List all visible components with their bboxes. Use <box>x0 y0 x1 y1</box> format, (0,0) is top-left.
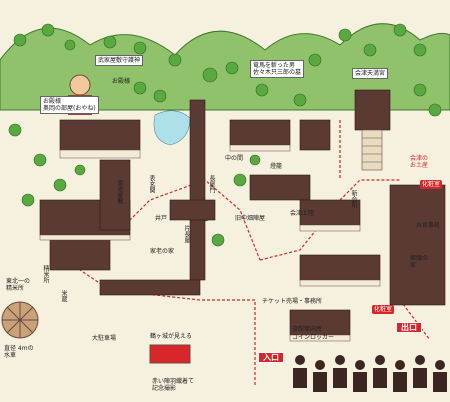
label-photo-1: 赤い陣羽織着て <box>152 378 195 385</box>
label-seimaijo: 精米所 <box>42 265 49 283</box>
label-okusama: お殿様 奥岡の部屋(おやね) <box>40 96 99 114</box>
label-aizu-omiyage: 会津の お土産 <box>410 155 428 169</box>
shrine-stairs <box>361 129 383 171</box>
label-kyuukou: 旧中畑陣屋 <box>235 215 266 222</box>
label-beikou: 米蔵 <box>60 290 67 302</box>
buildings <box>39 89 446 336</box>
label-omoteshoin: 表玄関 <box>148 175 155 193</box>
label-buke-yashiki-shugojin: 武家屋敷守護神 <box>95 55 144 66</box>
label-tohoku-2: 精米所 <box>6 285 25 292</box>
label-karou-yashiki: 家老屋敷 <box>116 180 123 204</box>
label-gorou-no-ie: 郷頭の 家 <box>410 255 428 269</box>
label-tohoku-seimaijo: 東北一の 精米所 <box>6 278 30 292</box>
label-tohoku-1: 東北一の <box>6 278 31 285</box>
label-daichusha: 大駐車場 <box>92 335 117 342</box>
label-oshokujidokoro: お食事処 <box>416 222 441 229</box>
label-gorou-1: 郷頭の <box>410 255 429 262</box>
label-shinkai: 新会所 <box>350 190 357 208</box>
label-tourou: 燈籠 <box>270 163 283 170</box>
label-water-wheel: 直径 4mの 水車 <box>4 345 34 359</box>
label-okusama-line2: 奥岡の部屋(おやね) <box>43 105 96 112</box>
label-water-wheel-2: 水車 <box>4 352 17 359</box>
label-ticket-office: チケット売場・事務所 <box>262 298 323 305</box>
label-shoukaiden: 会津上陸 <box>290 210 315 217</box>
label-okusama-line1: お殿様 <box>43 98 62 105</box>
label-chunichi: 中の間 <box>225 155 244 162</box>
label-kaminoie: 家老の家 <box>150 248 175 255</box>
label-nagayamon: 長屋門 <box>208 175 215 193</box>
procession <box>293 355 447 392</box>
walls <box>39 144 381 342</box>
entrance-marker[interactable]: 入口 <box>258 352 284 363</box>
label-water-wheel-1: 直径 4mの <box>4 345 34 352</box>
label-ido: 井戸 <box>155 215 168 222</box>
label-photo-spot: 赤い陣羽織着て 記念撮影 <box>152 378 194 392</box>
label-otono-sama: お殿様 <box>112 78 131 85</box>
label-ryokan-annai: 旅館案内所 <box>292 326 323 333</box>
restroom-label-lower: 化粧室 <box>372 305 395 314</box>
label-coin-locker: コインロッカー <box>292 334 335 341</box>
label-ryoma-line1: 竜馬を斬った男 <box>253 62 296 69</box>
exit-marker[interactable]: 出口 <box>396 322 422 333</box>
label-aizu-omiyage-1: 会津の <box>410 155 429 162</box>
label-gorou-2: 家 <box>410 262 417 269</box>
label-ryoma-line2: 佐々木只三郎の墓 <box>253 69 302 76</box>
trees <box>8 23 442 247</box>
restroom-label-upper: 化粧室 <box>420 180 443 189</box>
label-aizu-omiyage-2: お土産 <box>410 162 429 169</box>
label-katahinoya: 片長屋 <box>183 225 190 243</box>
water-wheel <box>1 301 39 339</box>
photo-figures <box>149 344 191 364</box>
label-photo-2: 記念撮影 <box>152 385 177 392</box>
label-tsurugajo-view: 鶴ヶ城が見える <box>150 333 192 340</box>
label-ryoma-grave: 竜馬を斬った男 佐々木只三郎の墓 <box>250 60 305 78</box>
label-aizu-tenmangu: 会津天満宮 <box>352 68 389 79</box>
pond <box>153 110 191 146</box>
